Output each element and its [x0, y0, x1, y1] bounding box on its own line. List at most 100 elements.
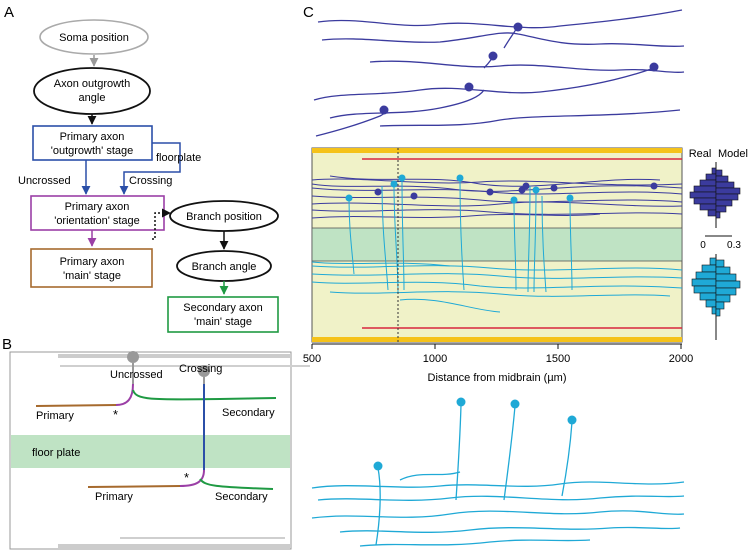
uncrossed-soma-4: [464, 82, 474, 92]
soma-position-label: Soma position: [59, 32, 129, 44]
crossing-trace-1: [311, 481, 685, 489]
outgrowth-label-2: 'outgrowth' stage: [51, 145, 133, 157]
band-light-soma-2: [390, 180, 398, 188]
band-light-soma-4: [456, 174, 464, 182]
hist-bot-bar-6: [699, 292, 717, 301]
crossing-label: Crossing: [129, 175, 172, 187]
hist-bot-model-2: [715, 266, 731, 275]
bundle-line-3: [311, 195, 683, 203]
uncrossed-trace-7: [379, 109, 681, 127]
bundle-line-8: [311, 213, 601, 219]
crossing-trace-stem-3: [561, 421, 573, 497]
crossing-neuron-traces: [311, 404, 685, 547]
uncrossed-trace-4: [313, 67, 655, 101]
hist-bot-model-8: [715, 308, 721, 317]
crossing-trace-3: [311, 510, 685, 519]
hist-top-model-8: [715, 211, 721, 219]
uncrossed-soma-3: [649, 62, 659, 72]
uncrossed-somata: [379, 22, 659, 115]
main-stage-node: [30, 248, 153, 288]
cross-bundle-line-2: [311, 273, 683, 279]
x-tick-2000: 2000: [669, 353, 693, 365]
axon-angle-node: [33, 67, 151, 115]
x-axis: 500 1000 1500 2000 Distance from midbrai…: [303, 343, 693, 384]
secondary-stage-label-1: Secondary axon: [183, 302, 263, 314]
hist-bot-bar-4: [691, 278, 717, 287]
hist-bot-model-6: [715, 294, 731, 303]
x-tick-500: 500: [303, 353, 321, 365]
cross-bundle-line-5: [399, 298, 501, 313]
bundle-line-7: [329, 175, 661, 187]
cross-vertical-7: [527, 185, 531, 293]
crossing-trace-6: [399, 471, 461, 481]
floor-plate-label: floor plate: [32, 447, 80, 459]
hist-top-bar-1: [711, 167, 717, 175]
cross-vertical-9: [541, 195, 547, 293]
bottom-edge-bar: [58, 544, 291, 548]
hist-bot-model-4: [715, 280, 741, 289]
crossing-primary-axon: [87, 485, 181, 488]
hist-top-model-2: [715, 175, 729, 183]
band-dark-soma-3: [486, 188, 494, 196]
band-bottom-edge: [312, 337, 682, 342]
hist-top-bar-8: [707, 209, 717, 217]
crossing-trace-5: [359, 539, 591, 547]
crossing-soma-3: [567, 415, 577, 425]
hist-bot-bar-1: [709, 257, 717, 266]
uncrossed-trace-2: [321, 32, 685, 48]
panel-label-a: A: [4, 4, 14, 21]
hist-real-label: Real: [689, 148, 712, 160]
cross-vertical-6: [513, 199, 517, 291]
band-dark-soma-6: [550, 184, 558, 192]
soma-position-node: [39, 19, 149, 55]
hist-bot-bar-3: [695, 271, 717, 280]
uncrossed-orientation-segment: [115, 383, 134, 406]
hist-top-bar-7: [699, 203, 717, 211]
crossing-vertical-axons: [348, 177, 573, 295]
uncrossed-label: Uncrossed: [18, 175, 71, 187]
panel-label-b: B: [2, 336, 12, 353]
band-crossing-somata: [345, 174, 574, 204]
uncrossed-text: Uncrossed: [110, 369, 163, 381]
uncrossed-trace-1: [317, 9, 683, 29]
cross-vertical-5: [459, 177, 465, 291]
secondary-stage-label-2: 'main' stage: [194, 316, 252, 328]
x-tick-1000: 1000: [423, 353, 447, 365]
cross-vertical-3: [393, 183, 399, 295]
arrow-crossing-path: [119, 142, 181, 195]
band-dark-soma-5: [522, 182, 530, 190]
secondary-top-label: Secondary: [222, 407, 275, 419]
crossing-asterisk: *: [184, 470, 189, 485]
uncrossed-trace-6: [315, 109, 387, 137]
hist-bot-model-1: [715, 259, 725, 268]
branch-position-label: Branch position: [186, 211, 262, 223]
crossing-orientation-segment: [179, 469, 205, 487]
panel-a-flowchart: A Soma position Axon outgrowth angle Pri…: [4, 4, 279, 333]
x-axis-title: Distance from midbrain (µm): [428, 372, 567, 384]
band-light-soma-6: [532, 186, 540, 194]
uncrossed-neuron-traces: [313, 9, 685, 137]
hist-bot-model-5: [715, 287, 737, 296]
panel-b-schematic: B floor plate Uncrossed * Primary Second…: [2, 336, 310, 550]
hist-bot-bar-5: [693, 285, 717, 294]
histograms: Real Model 0: [689, 148, 748, 340]
panel-label-c: C: [303, 4, 314, 21]
hist-top-model-1: [715, 169, 723, 177]
crossing-soma-1: [456, 397, 466, 407]
hist-top-bar-3: [699, 179, 717, 187]
hist-top-model-4: [715, 187, 741, 195]
hist-top-model-5: [715, 193, 739, 201]
hist-model-label: Model: [718, 148, 748, 160]
hist-top-bar-4: [693, 185, 717, 193]
branch-angle-label: Branch angle: [192, 261, 257, 273]
axon-angle-label-2: angle: [79, 92, 106, 104]
floor-plate-region: [311, 227, 683, 262]
band-top-edge: [312, 148, 682, 153]
uncrossed-soma-5: [379, 105, 389, 115]
crossing-trace-stem-1: [455, 404, 462, 501]
band-light-soma-7: [566, 194, 574, 202]
crossing-trace-stem-2: [503, 405, 516, 501]
panel-c: C: [303, 4, 748, 547]
floorplate-label: floorplate: [156, 152, 201, 164]
